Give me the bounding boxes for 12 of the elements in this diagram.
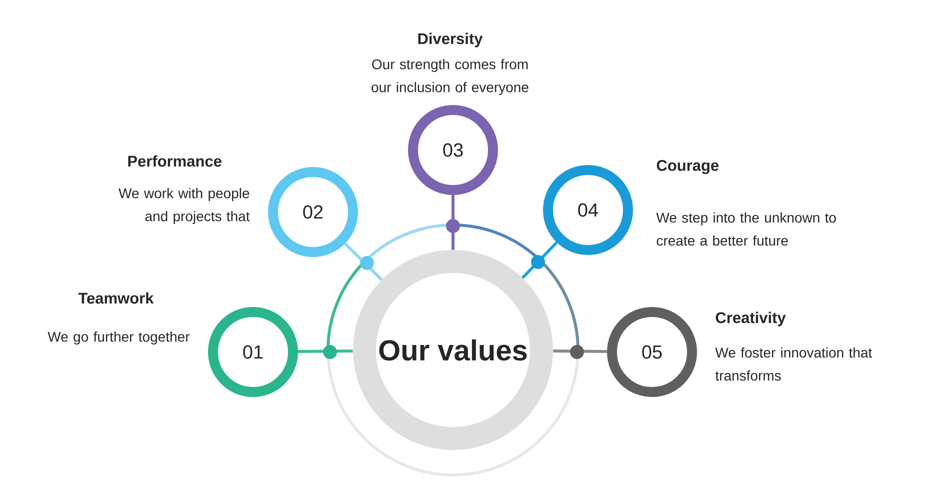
value-heading: Creativity bbox=[716, 312, 786, 326]
value-heading: Teamwork bbox=[78, 292, 154, 304]
connector-line bbox=[553, 350, 608, 354]
connector-line bbox=[298, 350, 353, 354]
value-description: We step into the unknown to create a better future bbox=[656, 212, 836, 246]
value-description: We foster innovation that transforms bbox=[715, 347, 872, 381]
value-description: Our strength comes from our inclusion of everyone bbox=[372, 58, 528, 96]
value-description: We work with people and projects that bbox=[118, 188, 250, 224]
value-description: We go further together bbox=[48, 331, 190, 345]
value-heading: Diversity bbox=[418, 32, 483, 48]
value-heading: Courage bbox=[656, 160, 719, 174]
value-heading: Performance bbox=[128, 155, 222, 167]
